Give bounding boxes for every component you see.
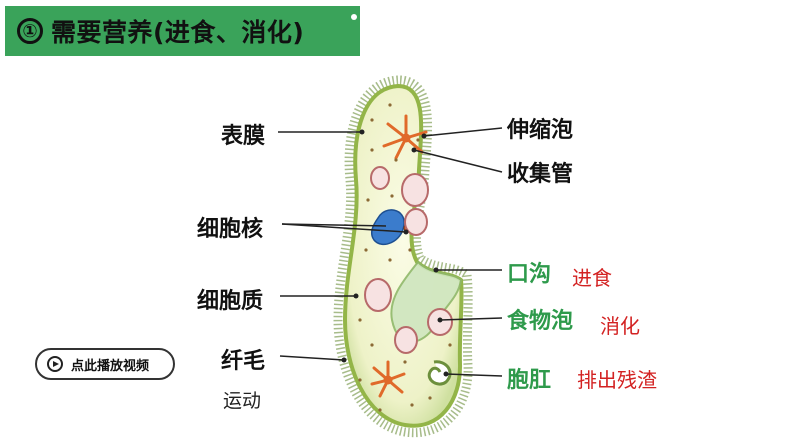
label-anal-pore: 胞肛 [507,368,552,393]
label-oral-groove: 口沟 [507,262,552,287]
label-collecting-canal: 收集管 [507,162,574,187]
label-nucleus: 细胞核 [197,217,264,242]
function-food-vacuole: 消化 [600,314,640,338]
anal-pore [427,360,452,386]
leader-lines [278,127,503,377]
function-anal-pore: 排出残渣 [577,368,657,392]
contractile-vacuole-bottom [370,360,406,398]
food-vacuoles [364,166,453,354]
cilia-function-note: 运动 [223,390,262,412]
leader-dots [341,129,449,377]
function-oral-groove: 进食 [572,266,612,290]
label-food-vacuole: 食物泡 [507,309,574,334]
label-cilia: 纤毛 [221,349,266,374]
nucleus [371,209,405,246]
play-video-label: 点此播放视频 [71,358,150,374]
cytoplasm-granules [358,103,452,412]
section-title: 需要营养(进食、消化) [51,18,305,47]
section-number: ① [17,18,43,44]
label-cytoplasm: 细胞质 [197,289,264,314]
play-icon [47,356,63,372]
play-video-button[interactable]: 点此播放视频 [35,348,175,380]
header-dot [351,14,357,20]
label-membrane: 表膜 [221,124,266,149]
label-contractile-vacuole: 伸缩泡 [507,118,574,143]
contractile-vacuole-top [382,114,428,160]
section-header: ① 需要营养(进食、消化) [5,6,360,56]
